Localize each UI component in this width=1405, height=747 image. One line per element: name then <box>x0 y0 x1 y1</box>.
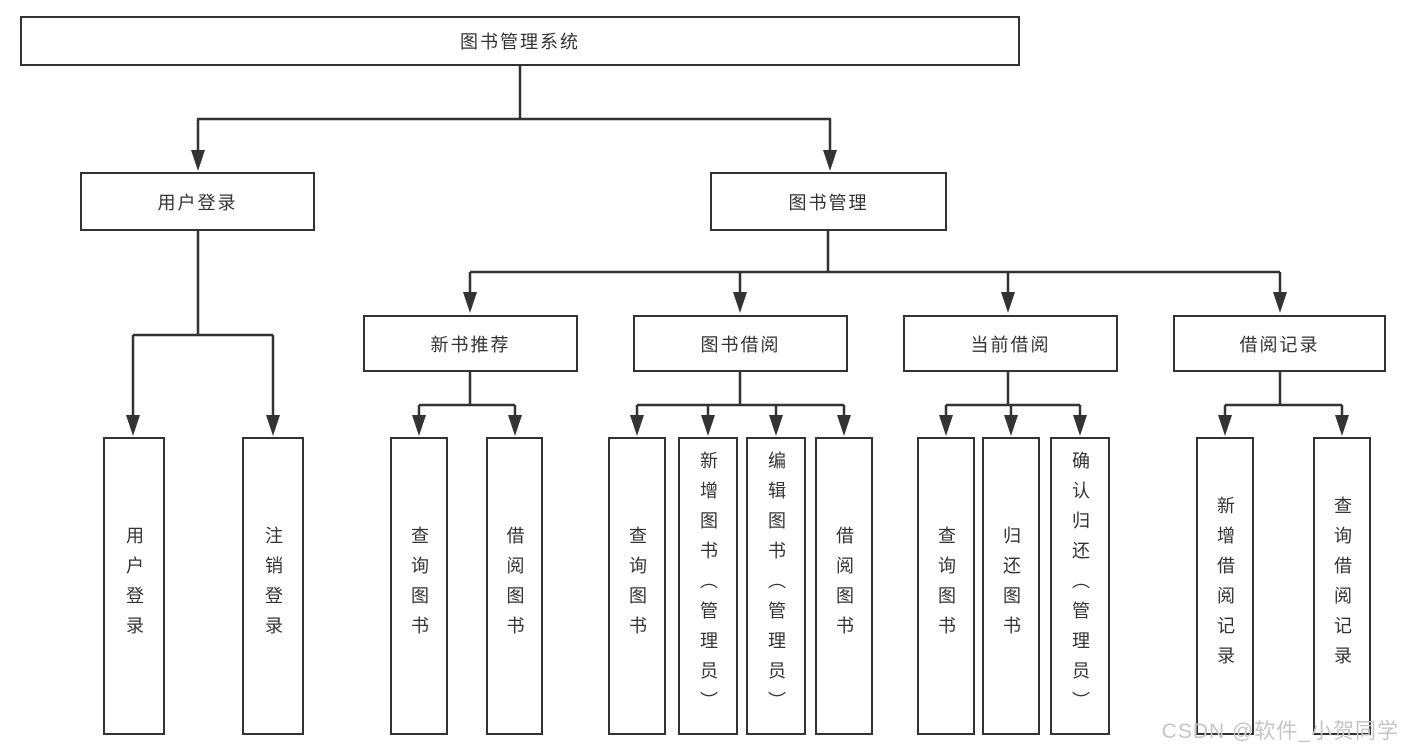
leaf-recommend-query-books: 查询图书 <box>390 437 448 735</box>
leaf-borrowing-query-books: 查询图书 <box>608 437 666 735</box>
leaf-current-return-books: 归还图书 <box>982 437 1040 735</box>
leaf-borrowing-borrow-books: 借阅图书 <box>815 437 873 735</box>
node-user-login: 用户登录 <box>80 172 315 231</box>
node-current-borrowing: 当前借阅 <box>903 315 1118 372</box>
node-book-management: 图书管理 <box>710 172 947 231</box>
csdn-watermark: CSDN @软件_小贺同学 <box>1161 720 1399 743</box>
leaf-user-login: 用户登录 <box>103 437 165 735</box>
leaf-current-confirm-return-admin: 确认归还（管理员） <box>1050 437 1110 735</box>
node-book-borrowing: 图书借阅 <box>633 315 848 372</box>
node-borrowing-records: 借阅记录 <box>1173 315 1386 372</box>
leaf-recommend-borrow-books: 借阅图书 <box>486 437 543 735</box>
node-new-book-recommendation: 新书推荐 <box>363 315 578 372</box>
leaf-borrowing-edit-books-admin: 编辑图书（管理员） <box>746 437 806 735</box>
leaf-logout: 注销登录 <box>242 437 304 735</box>
leaf-records-add-borrow-record: 新增借阅记录 <box>1196 437 1254 735</box>
leaf-borrowing-add-books-admin: 新增图书（管理员） <box>678 437 738 735</box>
node-library-management-system: 图书管理系统 <box>20 16 1020 66</box>
leaf-records-query-borrow-record: 查询借阅记录 <box>1313 437 1371 735</box>
leaf-current-query-books: 查询图书 <box>917 437 975 735</box>
